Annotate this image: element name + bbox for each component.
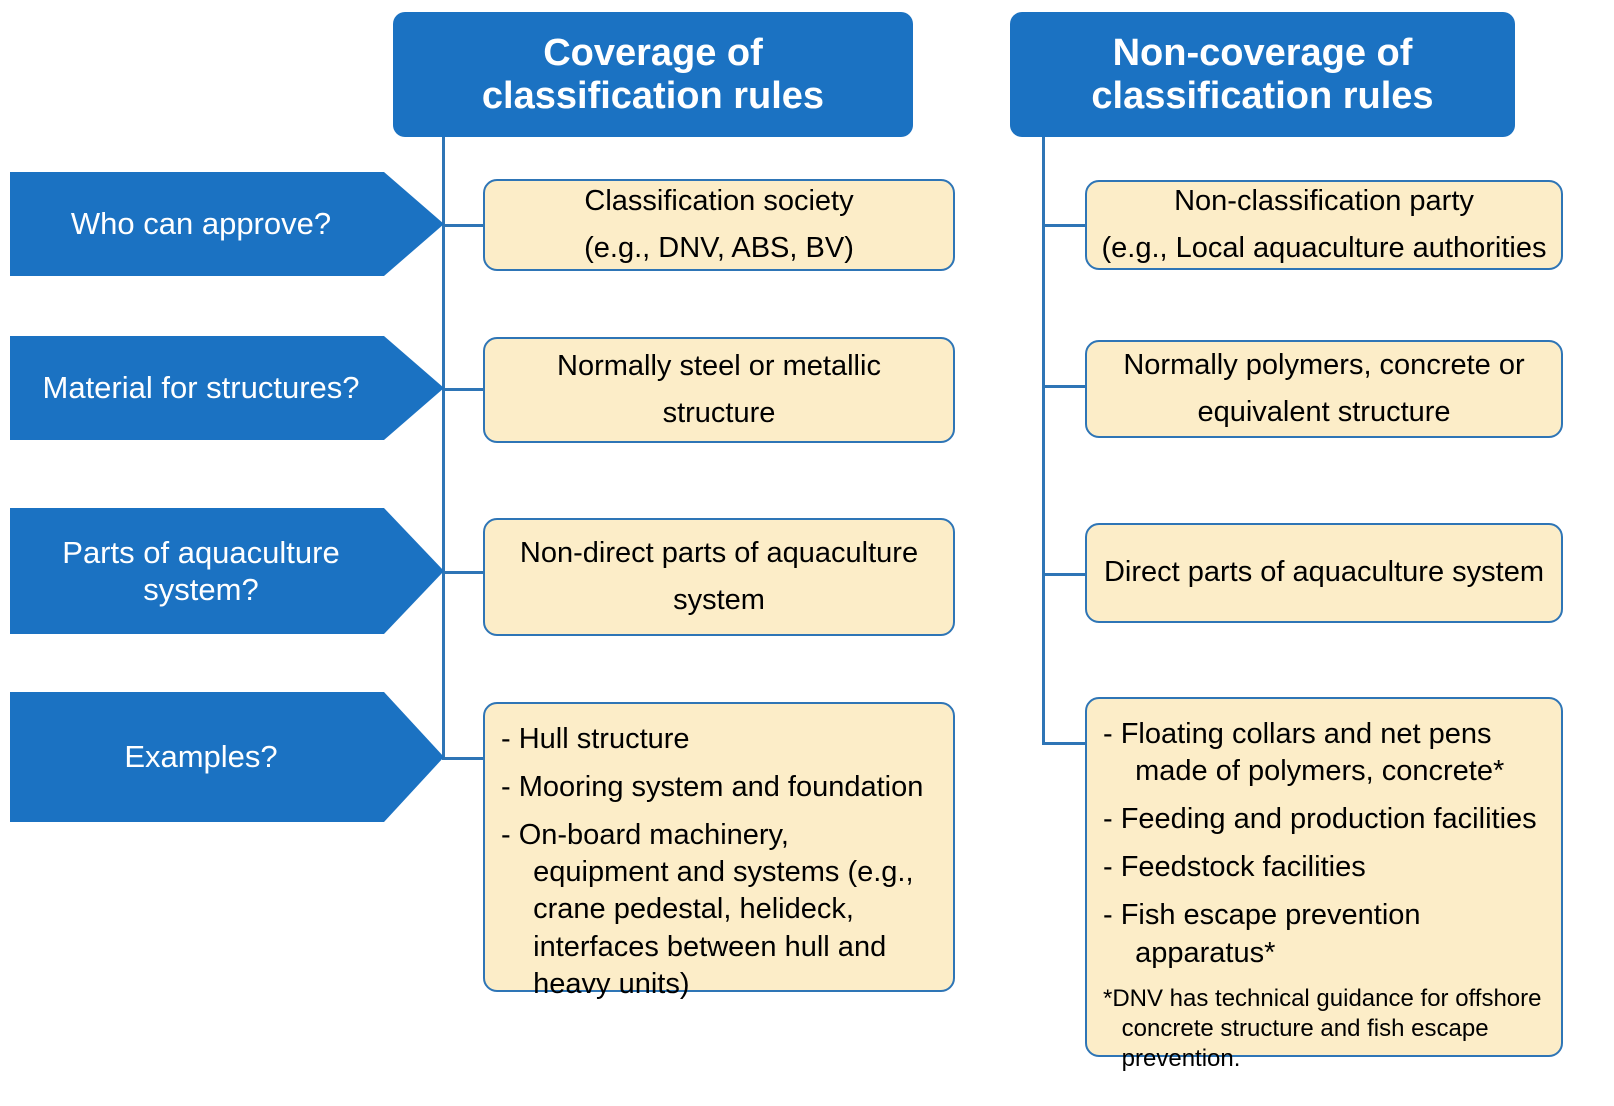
box-left-row1-line1: Classification society bbox=[584, 184, 854, 217]
connector-right-branch-2 bbox=[1042, 385, 1086, 388]
box-left-material-for-structures: Normally steel or metallic structure bbox=[483, 337, 955, 443]
header-left-line1: Coverage of bbox=[543, 31, 763, 74]
header-right-line2: classification rules bbox=[1091, 74, 1434, 117]
list-item: - Mooring system and foundation bbox=[501, 771, 924, 804]
box-right-parts-of-aquaculture-system: Direct parts of aquaculture system bbox=[1085, 523, 1563, 623]
box-right-row3-line1: Direct parts of aquaculture system bbox=[1103, 556, 1544, 589]
connector-left-branch-1 bbox=[442, 224, 484, 227]
connector-right-trunk bbox=[1042, 137, 1045, 745]
box-left-row3-line1: Non-direct parts of aquaculture bbox=[519, 536, 919, 569]
connector-right-branch-4 bbox=[1042, 742, 1086, 745]
question-arrow-material-for-structures[interactable]: Material for structures? bbox=[10, 336, 444, 440]
list-item: - Feedstock facilities bbox=[1103, 851, 1366, 884]
list-item: - On-board machinery, equipment and syst… bbox=[501, 819, 914, 1000]
list-item: - Feeding and production facilities bbox=[1103, 803, 1537, 836]
box-left-row1-line2: (e.g., DNV, ABS, BV) bbox=[584, 232, 854, 264]
box-left-parts-of-aquaculture-system: Non-direct parts of aquaculture system bbox=[483, 518, 955, 636]
box-right-examples: - Floating collars and net pens made of … bbox=[1085, 697, 1563, 1072]
question-arrow-examples[interactable]: Examples? bbox=[10, 692, 444, 822]
question-label-examples: Examples? bbox=[124, 739, 278, 775]
box-right-row2-line1: Normally polymers, concrete or bbox=[1123, 348, 1525, 381]
box-left-row2-line1: Normally steel or metallic bbox=[557, 349, 881, 382]
footnote-dnv-technical-guidance: *DNV has technical guidance for offshore… bbox=[1103, 984, 1542, 1072]
question-label-who-can-approve: Who can approve? bbox=[70, 206, 332, 242]
connector-right-branch-3 bbox=[1042, 573, 1086, 576]
box-left-row2-line2: structure bbox=[662, 397, 776, 429]
box-right-who-can-approve: Non-classification party (e.g., Local aq… bbox=[1085, 180, 1563, 270]
list-item: - Floating collars and net pens made of … bbox=[1103, 718, 1505, 788]
box-left-examples: - Hull structure - Mooring system and fo… bbox=[483, 702, 955, 1000]
question-arrow-parts-of-aquaculture-system[interactable]: Parts of aquaculture system? bbox=[10, 508, 444, 634]
connector-left-branch-4 bbox=[442, 757, 484, 760]
list-item: - Hull structure bbox=[501, 723, 690, 755]
header-non-coverage-of-classification-rules: Non-coverage of classification rules bbox=[1010, 12, 1515, 137]
connector-left-trunk bbox=[442, 137, 445, 758]
question-arrow-who-can-approve[interactable]: Who can approve? bbox=[10, 172, 444, 276]
box-right-material-for-structures: Normally polymers, concrete or equivalen… bbox=[1085, 340, 1563, 438]
box-right-row1-line1: Non-classification party bbox=[1174, 184, 1474, 217]
question-label-parts-of-aquaculture-system: Parts of aquaculture system? bbox=[62, 534, 340, 607]
header-coverage-of-classification-rules: Coverage of classification rules bbox=[393, 12, 913, 137]
question-label-material-for-structures: Material for structures? bbox=[42, 370, 360, 406]
header-right-line1: Non-coverage of bbox=[1112, 31, 1413, 74]
box-right-row1-line2: (e.g., Local aquaculture authorities bbox=[1101, 232, 1547, 264]
list-item: - Fish escape prevention apparatus* bbox=[1103, 899, 1421, 969]
box-right-row2-line2: equivalent structure bbox=[1197, 396, 1451, 428]
box-left-who-can-approve: Classification society (e.g., DNV, ABS, … bbox=[483, 179, 955, 271]
header-left-line2: classification rules bbox=[481, 74, 825, 117]
connector-right-branch-1 bbox=[1042, 224, 1086, 227]
box-left-row3-line2: system bbox=[673, 584, 765, 616]
connector-left-branch-3 bbox=[442, 571, 484, 574]
connector-left-branch-2 bbox=[442, 388, 484, 391]
